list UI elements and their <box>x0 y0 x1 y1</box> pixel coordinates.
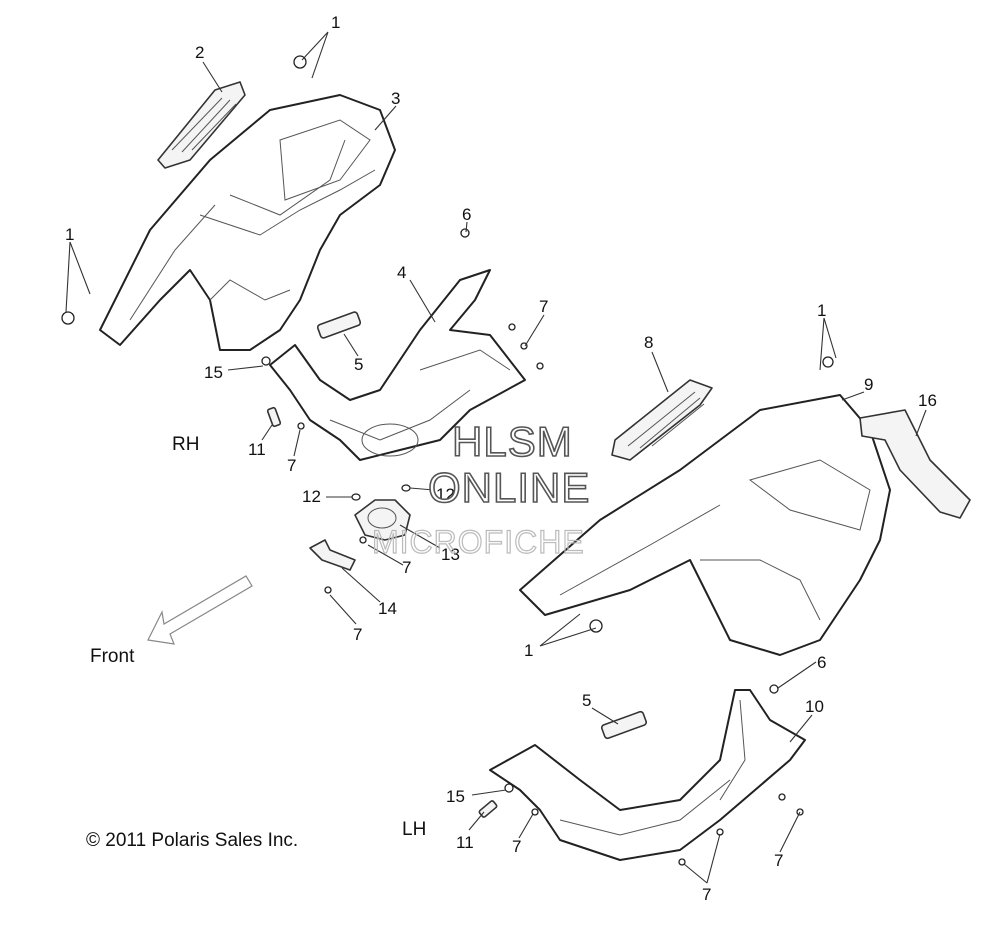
copyright-notice: © 2011 Polaris Sales Inc. <box>86 830 298 851</box>
watermark: HLSM ONLINE MICROFICHE <box>371 417 590 560</box>
callout-label: 16 <box>918 391 937 410</box>
part-9-lh-hood-panel <box>519 394 891 656</box>
callout-label: 5 <box>354 355 363 374</box>
callout-label: 7 <box>702 885 711 904</box>
callout-label: 7 <box>512 837 521 856</box>
part-11-clip-rh <box>266 406 282 428</box>
part-16-foam-strip <box>859 409 971 519</box>
callout-label: 2 <box>195 43 204 62</box>
callout-label: 12 <box>436 485 455 504</box>
callout-label: 4 <box>397 263 406 282</box>
part-10-lh-lower-panel <box>489 689 806 861</box>
part-4-rh-inner-panel <box>269 269 526 461</box>
callout-label: 3 <box>391 89 400 108</box>
callout-label: 15 <box>204 363 223 382</box>
part-5-latch-upper <box>316 311 362 339</box>
callout-label: 1 <box>817 301 826 320</box>
part-2-vent-grille <box>157 81 246 169</box>
callout-label: 7 <box>402 558 411 577</box>
callout-label: 9 <box>864 375 873 394</box>
leader-lines <box>65 31 927 884</box>
part-3-rh-hood-panel <box>99 94 396 351</box>
fasteners <box>61 55 834 866</box>
callout-label: 1 <box>65 225 74 244</box>
callout-labels: 1 2 3 1 6 4 7 5 15 11 7 12 12 13 7 14 7 … <box>65 13 937 904</box>
part-8-vent-grille <box>611 379 713 461</box>
callout-label: 1 <box>524 641 533 660</box>
callout-label: 10 <box>805 697 824 716</box>
callout-label: 7 <box>353 625 362 644</box>
watermark-line-1: HLSM <box>452 418 573 465</box>
front-direction-arrow <box>147 575 253 645</box>
callout-label: 11 <box>248 440 266 459</box>
callout-label: 7 <box>774 851 783 870</box>
part-13-grommet <box>354 499 411 541</box>
part-5-latch-lower <box>600 710 648 740</box>
rh-side-label: RH <box>172 434 199 455</box>
callout-label: 6 <box>462 205 471 224</box>
watermark-line-3: MICROFICHE <box>372 524 585 560</box>
callout-label: 11 <box>456 833 474 852</box>
callout-label: 5 <box>582 691 591 710</box>
callout-label: 13 <box>441 545 460 564</box>
callout-label: 14 <box>378 599 397 618</box>
watermark-line-2: ONLINE <box>428 464 590 511</box>
lh-side-label: LH <box>402 819 426 840</box>
callout-label: 12 <box>302 487 321 506</box>
callout-label: 8 <box>644 333 653 352</box>
callout-label: 15 <box>446 787 465 806</box>
part-14-bracket <box>309 539 356 571</box>
callout-label: 1 <box>331 13 340 32</box>
callout-label: 7 <box>539 297 548 316</box>
callout-label: 6 <box>817 653 826 672</box>
front-label: Front <box>90 646 135 667</box>
callout-label: 7 <box>287 456 296 475</box>
